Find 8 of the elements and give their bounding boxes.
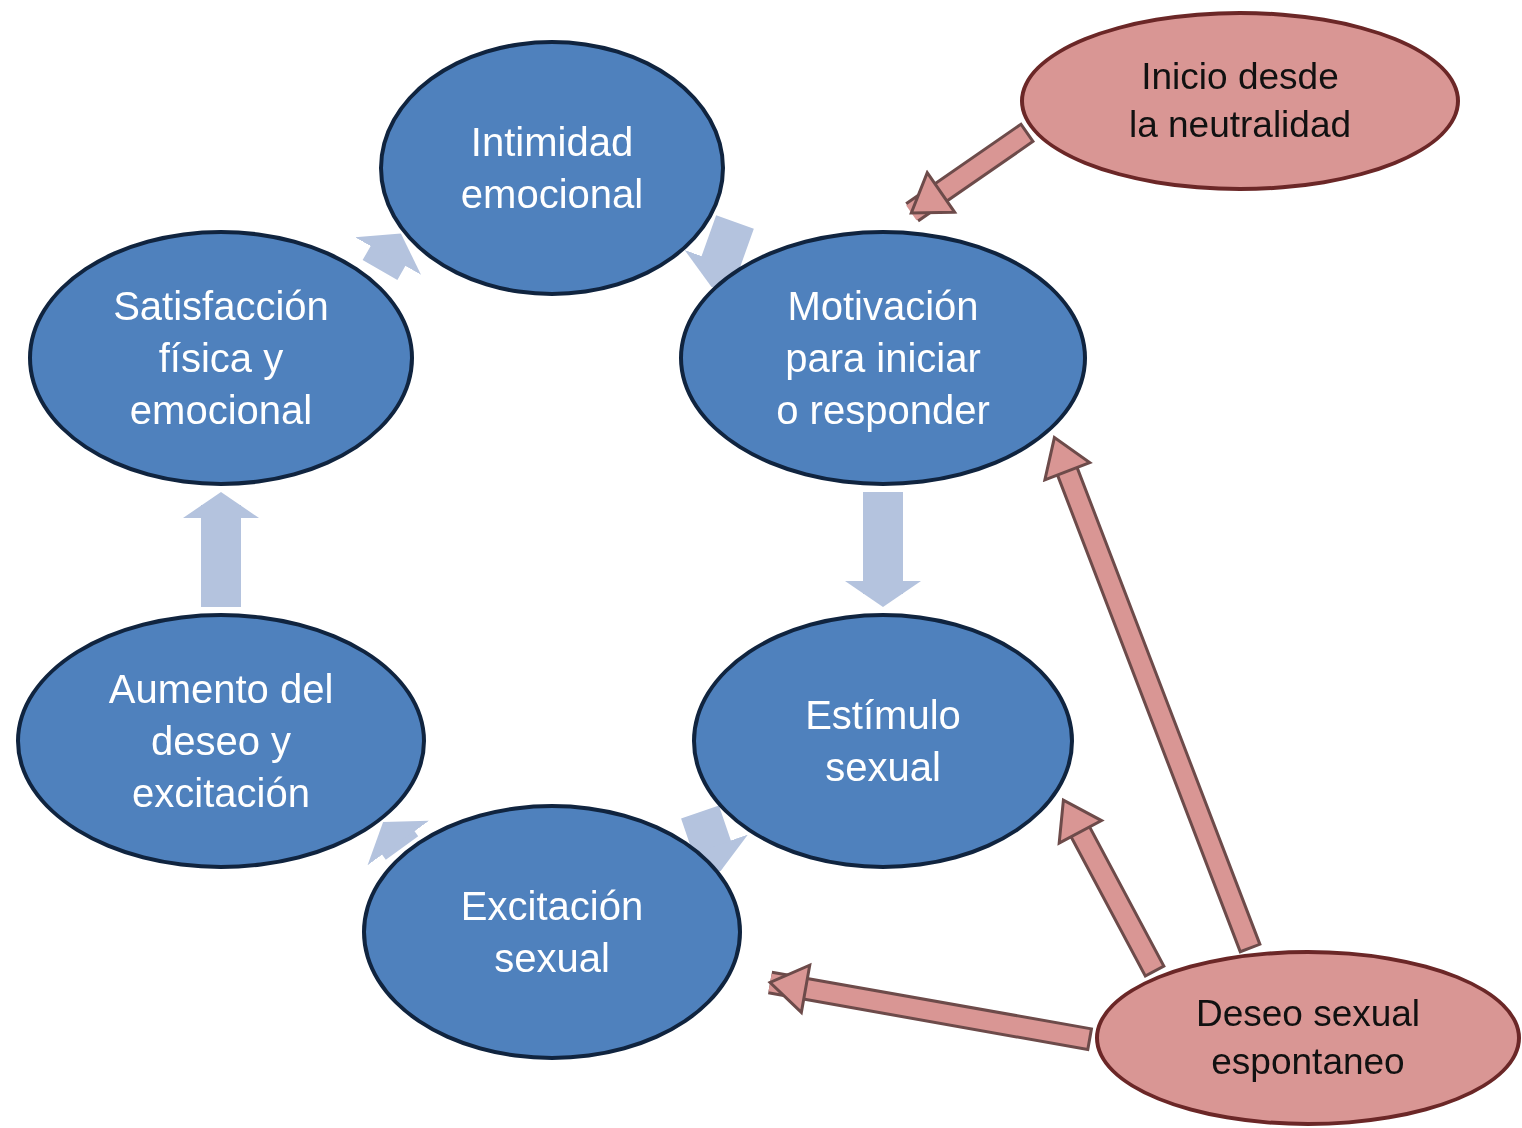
node-label: Excitación sexual	[459, 883, 645, 982]
node-label: Estímulo sexual	[804, 692, 962, 791]
node-label: Motivación para iniciar o responder	[775, 283, 991, 434]
node-label: Intimidad emocional	[459, 119, 645, 218]
node-label: Inicio desde la neutralidad	[1127, 54, 1353, 147]
node-label: Deseo sexual espontaneo	[1194, 991, 1422, 1084]
node-label: Aumento del deseo y excitación	[108, 666, 334, 817]
node-label: Satisfacción física y emocional	[112, 283, 330, 434]
